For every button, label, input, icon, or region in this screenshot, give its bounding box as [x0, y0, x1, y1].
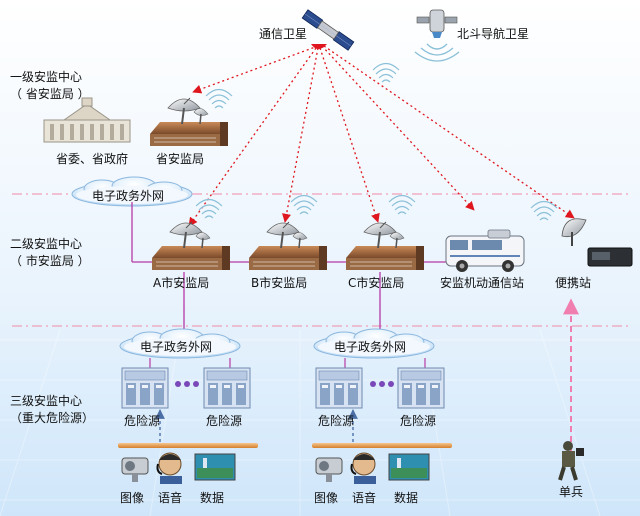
mobile-van-icon — [445, 229, 525, 272]
left-voice-label: 语音 — [158, 491, 183, 505]
beidou-satellite-icon — [414, 9, 460, 62]
hazard-left-1-label: 危险源 — [124, 414, 161, 428]
city-c-bureau-icon — [345, 221, 425, 271]
provincial-bureau-icon — [149, 97, 229, 147]
provincial-gov-label: 省委、省政府 — [56, 152, 129, 166]
camera-right-icon — [315, 457, 343, 482]
city-b-bureau-icon — [248, 221, 328, 271]
hazard-right-2-label: 危险源 — [400, 414, 437, 428]
satellite-links — [188, 45, 575, 227]
ellipsis-dots — [175, 381, 394, 387]
provincial-bureau-label: 省安监局 — [156, 152, 205, 166]
voice-operator-left-icon — [156, 452, 182, 484]
media-uplink-arrows — [155, 409, 358, 442]
portable-station-label: 便携站 — [555, 276, 592, 290]
signal-waves — [195, 62, 558, 221]
city-b-label: B市安监局 — [251, 276, 308, 290]
mobile-station-label: 安监机动通信站 — [440, 276, 525, 290]
hazard-server-right-2-icon — [397, 367, 445, 409]
egov-right-label: 电子政务外网 — [334, 340, 407, 354]
egov-left-label: 电子政务外网 — [140, 340, 213, 354]
camera-left-icon — [121, 457, 149, 482]
data-screen-right-icon — [388, 453, 430, 481]
soldier-label: 单兵 — [559, 485, 584, 499]
comm-satellite-icon — [301, 9, 355, 51]
hazard-server-right-1-icon — [315, 367, 363, 409]
hazard-left-2-label: 危险源 — [206, 414, 243, 428]
egov-top-label: 电子政务外网 — [92, 189, 165, 203]
comm-satellite-label: 通信卫星 — [259, 27, 308, 41]
city-c-label: C市安监局 — [348, 276, 405, 290]
data-bus-left — [118, 443, 258, 448]
capitol-building-icon — [43, 97, 131, 143]
hazard-right-1-label: 危险源 — [318, 414, 355, 428]
city-a-label: A市安监局 — [153, 276, 210, 290]
right-voice-label: 语音 — [352, 491, 377, 505]
hazard-server-left-2-icon — [203, 367, 251, 409]
comm-satellite-beacon — [311, 44, 327, 49]
soldier-icon — [558, 441, 584, 481]
hazard-server-left-1-icon — [121, 367, 169, 409]
left-image-label: 图像 — [120, 491, 145, 505]
tier1-title: 一级安监中心 — [10, 70, 83, 84]
beidou-satellite-label: 北斗导航卫星 — [457, 27, 530, 41]
left-data-label: 数据 — [200, 491, 225, 505]
voice-operator-right-icon — [350, 452, 376, 484]
city-a-bureau-icon — [151, 221, 231, 271]
right-data-label: 数据 — [394, 491, 419, 505]
tier3-subtitle: （重大危险源） — [10, 411, 95, 425]
tier1-subtitle: （ 省安监局 ） — [10, 87, 90, 101]
tier2-subtitle: （ 市安监局 ） — [10, 254, 90, 268]
cloud-to-hazard-links — [149, 358, 426, 368]
right-image-label: 图像 — [314, 491, 339, 505]
data-screen-left-icon — [194, 453, 236, 481]
tier3-title: 三级安监中心 — [10, 394, 83, 408]
portable-station-icon — [561, 218, 633, 267]
data-bus-right — [312, 443, 452, 448]
ground-grid — [0, 329, 640, 516]
tier2-title: 二级安监中心 — [10, 237, 83, 251]
